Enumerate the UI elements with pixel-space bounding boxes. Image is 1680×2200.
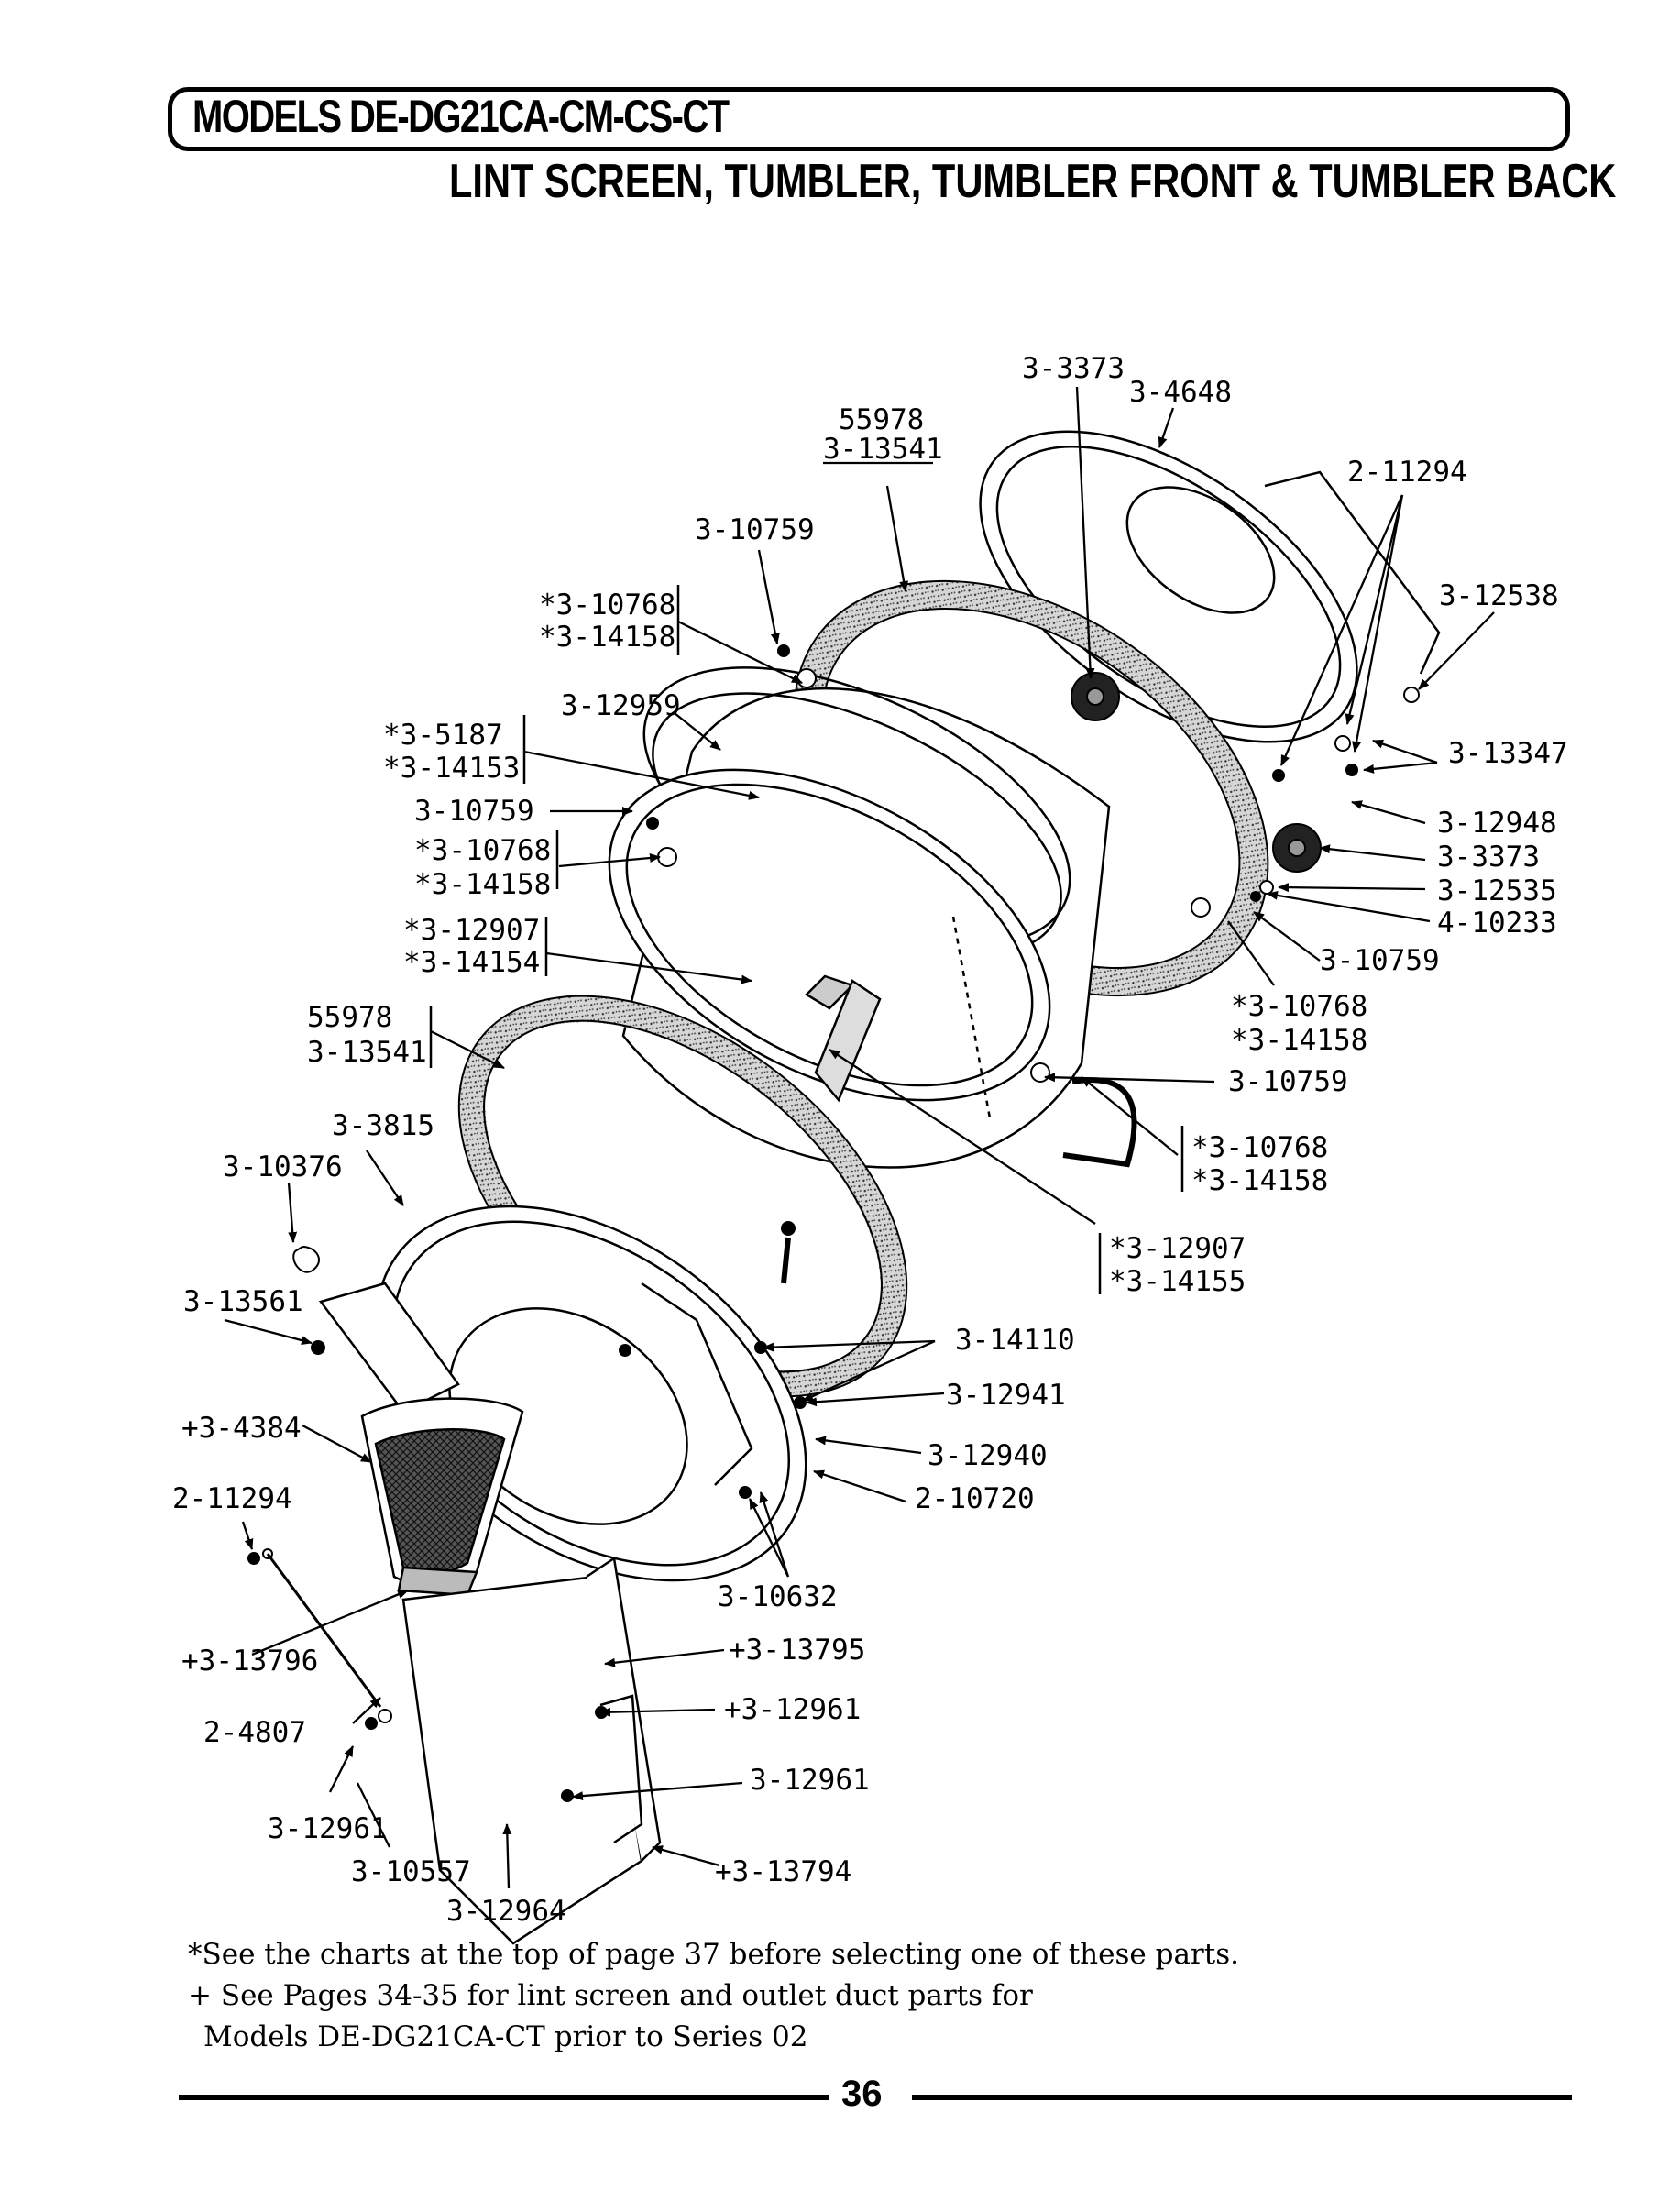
part-label: 3-10759 (695, 513, 815, 546)
part-label: +3-4384 (181, 1412, 302, 1445)
part-label: 3-10376 (223, 1150, 343, 1183)
part-label: 3-10632 (718, 1580, 838, 1613)
footnote-asterisk: *See the charts at the top of page 37 be… (188, 1938, 1239, 1971)
part-label: 3-10759 (1320, 944, 1440, 977)
part-label: 2-4807 (203, 1716, 306, 1749)
lint-screen (360, 1397, 524, 1597)
part-label: 55978 (307, 1001, 392, 1034)
footer-rule-left (179, 2095, 829, 2100)
part-label: 3-12941 (946, 1379, 1066, 1412)
part-label: *3-14158 (1231, 1024, 1367, 1057)
part-label: 3-13561 (183, 1285, 303, 1318)
outlet-duct (401, 1556, 662, 1945)
part-label: 3-13541 (307, 1036, 427, 1069)
part-label: +3-12961 (724, 1693, 861, 1726)
part-label: 3-3373 (1437, 841, 1540, 874)
part-label: *3-14155 (1109, 1265, 1246, 1298)
part-label: 3-12538 (1439, 579, 1559, 612)
part-label: *3-5187 (383, 719, 503, 752)
part-label: 2-11294 (172, 1482, 292, 1515)
leader-lines (224, 386, 1495, 1889)
part-label: *3-10768 (1191, 1131, 1328, 1164)
part-label: *3-12907 (1109, 1232, 1246, 1265)
part-label: 2-11294 (1347, 456, 1467, 489)
part-label: 3-3373 (1022, 352, 1125, 385)
part-label: *3-14153 (383, 752, 520, 785)
footer-rule-right (912, 2095, 1572, 2100)
part-label: 3-12940 (928, 1439, 1048, 1472)
model-title: MODELS DE-DG21CA-CM-CS-CT (192, 91, 730, 142)
part-label: 55978 (839, 403, 924, 436)
tumbler-drum (608, 666, 1137, 1169)
part-label: *3-14158 (414, 868, 551, 901)
part-label: *3-10768 (1231, 990, 1367, 1023)
part-label: +3-13795 (729, 1634, 865, 1666)
part-label: 3-4648 (1129, 376, 1232, 409)
part-label: 3-13541 (823, 433, 943, 466)
footnote-plus: + See Pages 34-35 for lint screen and ou… (188, 1979, 1033, 2012)
part-label: 3-12959 (561, 689, 681, 722)
part-label: 3-13347 (1448, 737, 1568, 770)
footnote-plus-continued: Models DE-DG21CA-CT prior to Series 02 (203, 2020, 808, 2053)
part-label: *3-14158 (1191, 1164, 1328, 1197)
bracket-bars (429, 585, 1184, 1294)
page-number: 36 (841, 2074, 883, 2114)
part-label: 3-12961 (750, 1764, 870, 1797)
part-label: *3-14154 (403, 946, 540, 979)
part-label: +3-13794 (715, 1855, 851, 1888)
part-label: *3-12907 (403, 914, 540, 947)
part-label: 2-10720 (915, 1482, 1035, 1515)
part-label: 3-3815 (332, 1109, 434, 1142)
part-label: +3-13796 (181, 1644, 318, 1678)
part-label: 3-12961 (268, 1812, 388, 1845)
part-label: *3-10768 (539, 588, 675, 622)
part-label: 3-14110 (955, 1324, 1075, 1357)
part-label: 3-12964 (446, 1895, 566, 1928)
part-labels: 3-3373 3-4648 55978 3-13541 2-11294 3-10… (172, 352, 1568, 1928)
part-label: 3-10759 (414, 795, 534, 828)
tumbler-back (979, 430, 1441, 743)
part-label: *3-10768 (414, 834, 551, 867)
part-label: 3-10759 (1228, 1065, 1348, 1098)
part-label: *3-14158 (539, 621, 675, 654)
title-frame (168, 87, 1570, 151)
part-label: 3-10557 (351, 1855, 471, 1888)
part-label: 3-12948 (1437, 807, 1557, 840)
part-label: 3-12535 (1437, 874, 1557, 908)
part-label: 4-10233 (1437, 907, 1557, 940)
